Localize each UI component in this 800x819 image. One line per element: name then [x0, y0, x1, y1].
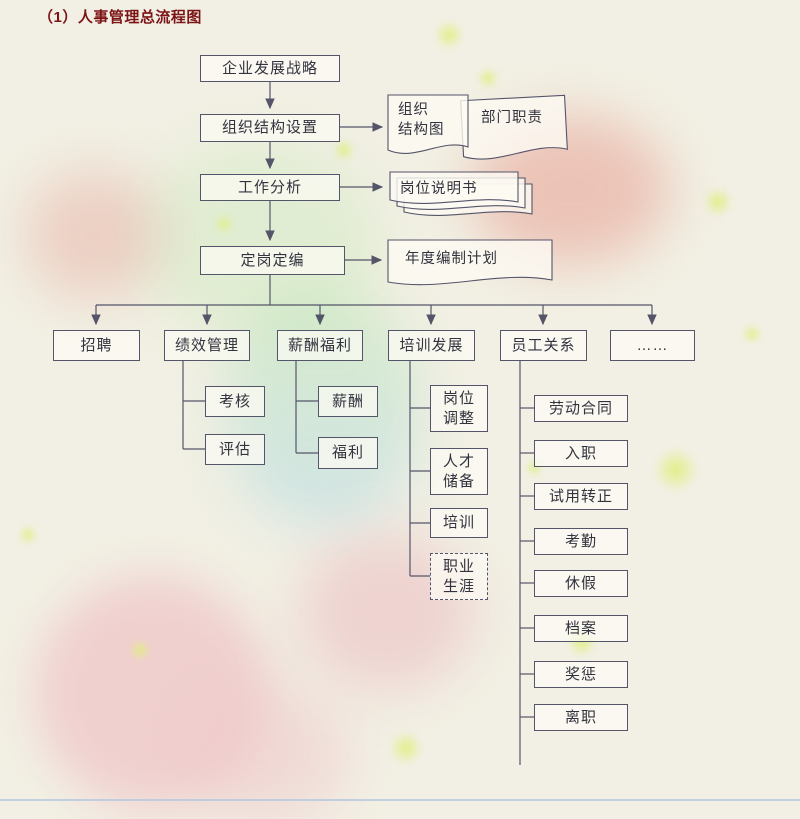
- node-attendance: 考勤: [534, 528, 628, 555]
- node-leave: 休假: [534, 570, 628, 597]
- node-position-adjustment: 岗位 调整: [430, 385, 488, 432]
- document-shapes: [387, 94, 568, 286]
- node-benefits: 福利: [318, 437, 378, 469]
- node-labor-contract: 劳动合同: [534, 395, 628, 422]
- connector-lines: [91, 81, 657, 765]
- node-salary: 薪酬: [318, 386, 378, 417]
- node-rewards-punishment: 奖惩: [534, 661, 628, 688]
- bottom-divider: [0, 799, 800, 801]
- node-enterprise-strategy: 企业发展战略: [200, 55, 340, 82]
- node-career: 职业 生涯: [430, 553, 488, 600]
- doc-dept-duty-label: 部门职责: [481, 110, 543, 126]
- branch-compensation: 薪酬福利: [277, 330, 363, 361]
- node-resignation: 离职: [534, 704, 628, 731]
- node-org-structure-setup: 组织结构设置: [200, 114, 340, 142]
- node-probation: 试用转正: [534, 483, 628, 510]
- node-onboarding: 入职: [534, 440, 628, 467]
- doc-job-description-label: 岗位说明书: [400, 181, 478, 197]
- node-training: 培训: [430, 508, 488, 538]
- branch-recruitment: 招聘: [53, 330, 140, 361]
- branch-employee-relations: 员工关系: [500, 330, 587, 361]
- node-staffing: 定岗定编: [200, 246, 345, 275]
- page-title: （1）人事管理总流程图: [38, 9, 202, 26]
- node-evaluation: 评估: [205, 434, 265, 465]
- node-assessment: 考核: [205, 386, 265, 417]
- branch-training: 培训发展: [388, 330, 475, 361]
- branch-performance: 绩效管理: [164, 330, 250, 361]
- doc-annual-plan-label: 年度编制计划: [405, 251, 498, 267]
- node-talent-reserve: 人才 储备: [430, 448, 488, 495]
- doc-org-chart-label: 组织 结构图: [398, 102, 445, 138]
- branch-ellipsis: ……: [610, 330, 695, 361]
- node-archives: 档案: [534, 615, 628, 642]
- node-job-analysis: 工作分析: [200, 174, 340, 201]
